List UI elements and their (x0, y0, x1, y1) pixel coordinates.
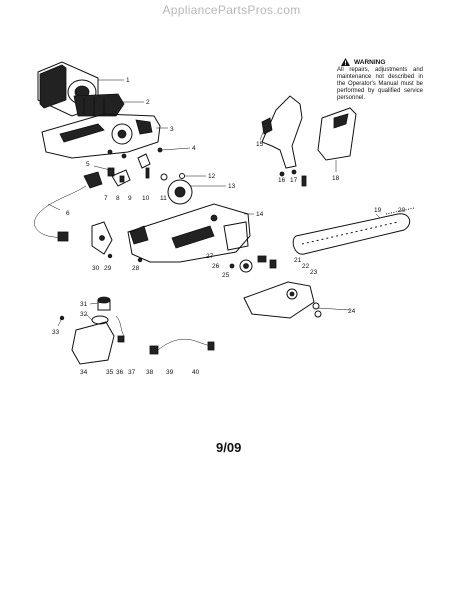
callout-34: 34 (80, 369, 88, 376)
housing-half-part (41, 113, 161, 159)
switch-parts (107, 153, 151, 187)
callout-13: 13 (228, 183, 236, 190)
callout-26: 26 (212, 263, 220, 270)
warning-heading: WARNING (337, 58, 423, 66)
callout-40: 40 (192, 369, 200, 376)
callout-22: 22 (302, 263, 310, 270)
callout-12: 12 (208, 173, 216, 180)
power-cord-part (34, 171, 103, 242)
callout-1: 1 (126, 77, 130, 84)
warning-title: WARNING (354, 58, 386, 66)
oil-tank-part (59, 296, 125, 365)
callout-2: 2 (146, 99, 150, 106)
callout-35: 35 (106, 369, 114, 376)
armature-part (73, 93, 125, 117)
callout-14: 14 (256, 211, 264, 218)
front-handle-part (261, 95, 307, 187)
callout-30: 30 (92, 265, 100, 272)
bar-mount-parts (229, 255, 277, 273)
callout-33: 33 (52, 329, 60, 336)
callout-7: 7 (104, 195, 108, 202)
main-housing-part (127, 203, 251, 263)
callout-6: 6 (66, 210, 70, 217)
callout-5: 5 (86, 161, 90, 168)
callout-20: 20 (398, 207, 406, 214)
callout-17: 17 (290, 177, 298, 184)
callout-37: 37 (128, 369, 136, 376)
callout-25: 25 (222, 272, 230, 279)
bar-cover-part (91, 221, 143, 263)
sprocket-cover-part (243, 281, 322, 319)
callout-16: 16 (278, 177, 286, 184)
callout-31: 31 (80, 301, 88, 308)
callout-32: 32 (80, 311, 88, 318)
callout-9: 9 (128, 195, 132, 202)
callout-36: 36 (116, 369, 124, 376)
callout-8: 8 (116, 195, 120, 202)
callout-29: 29 (104, 265, 112, 272)
callout-10: 10 (142, 195, 150, 202)
callout-38: 38 (146, 369, 154, 376)
warning-notice: WARNING All repairs, adjustments and mai… (337, 58, 423, 102)
callout-11: 11 (160, 195, 167, 202)
callout-39: 39 (166, 369, 174, 376)
callout-3: 3 (170, 126, 174, 133)
guide-bar-part (292, 207, 415, 255)
callout-27: 27 (206, 253, 214, 260)
callout-15: 15 (256, 141, 264, 148)
warning-text: All repairs, adjustments and maintenance… (337, 67, 423, 101)
callout-18: 18 (332, 175, 340, 182)
callout-19: 19 (374, 207, 382, 214)
page-code: 9/09 (216, 440, 242, 455)
callout-21: 21 (294, 257, 302, 264)
callout-4: 4 (192, 145, 196, 152)
callout-labels: 1 2 3 4 5 6 7 8 9 10 11 12 13 14 15 16 1… (52, 77, 406, 376)
hand-guard-part (317, 107, 357, 161)
sprocket-part (160, 173, 193, 205)
warning-triangle-icon (341, 58, 350, 66)
callout-24: 24 (348, 308, 356, 315)
cable-assembly-part (149, 339, 215, 355)
callout-28: 28 (132, 265, 140, 272)
callout-23: 23 (310, 269, 318, 276)
site-header: AppliancePartsPros.com (162, 3, 301, 17)
screws-part (107, 147, 163, 159)
leader-lines (47, 79, 381, 327)
